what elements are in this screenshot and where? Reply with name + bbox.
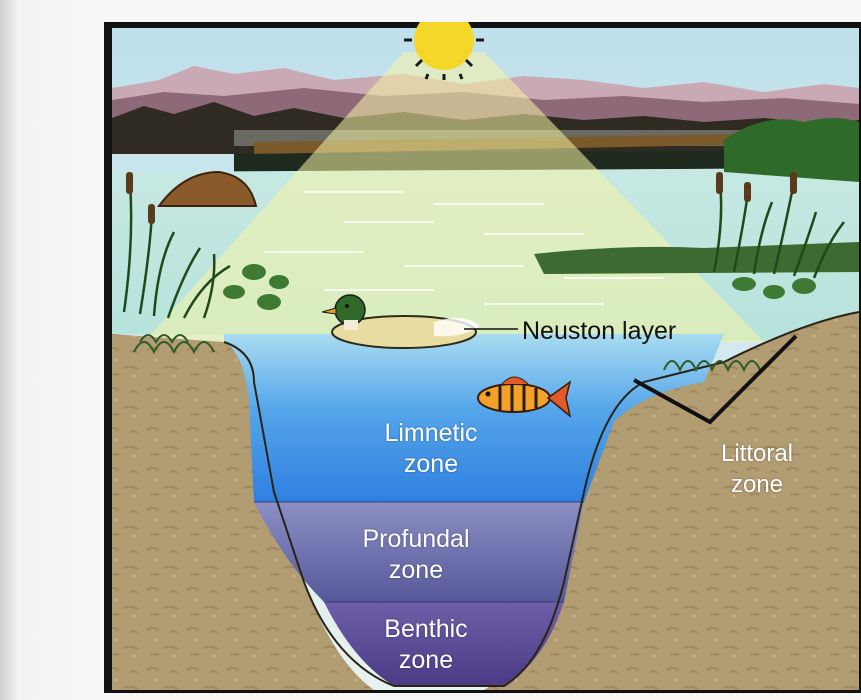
limnetic-zone-label: Limnetic zone: [366, 418, 496, 480]
neuston-layer-label: Neuston layer: [522, 316, 676, 347]
lake-scene-illustration: [104, 22, 861, 693]
lake-zones-diagram: Neuston layer Limnetic zone Profundal zo…: [104, 22, 861, 693]
benthic-zone-label: Benthic zone: [366, 614, 486, 676]
profundal-zone-label: Profundal zone: [336, 524, 496, 586]
littoral-zone-label: Littoral zone: [702, 438, 812, 500]
